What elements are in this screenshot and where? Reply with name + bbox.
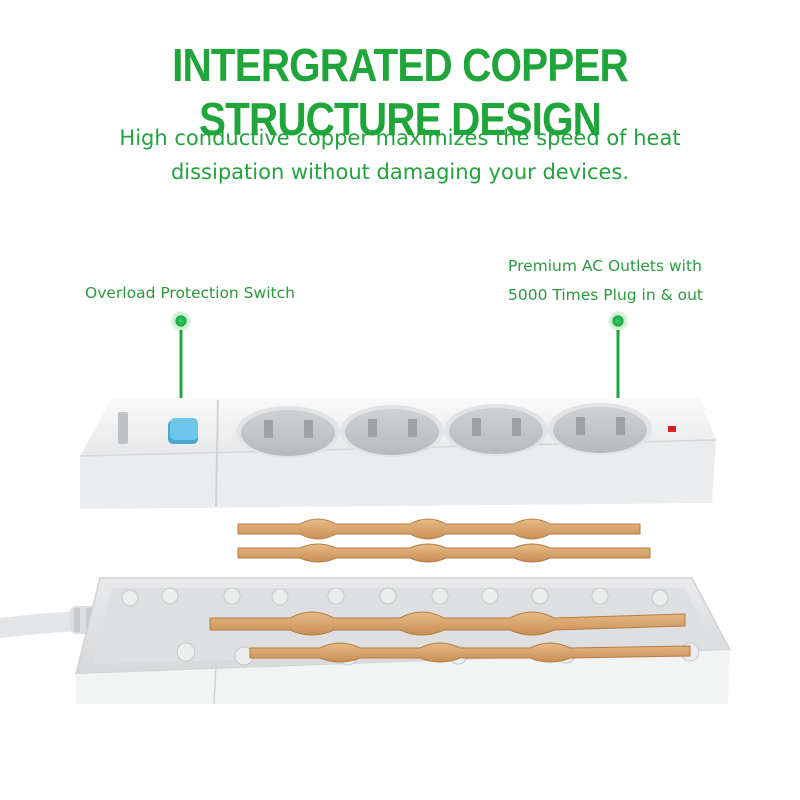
copper-strip-installed-1 bbox=[209, 611, 686, 636]
outlet-socket-2 bbox=[340, 405, 444, 457]
brand-logo bbox=[118, 412, 128, 444]
callout-outlets-line-2: 5000 Times Plug in & out bbox=[508, 286, 704, 304]
callout-overload-switch: Overload Protection Switch bbox=[85, 284, 295, 302]
indicator-light bbox=[668, 426, 676, 432]
outlet-socket-1 bbox=[236, 406, 340, 458]
copper-strips-floating bbox=[237, 518, 651, 563]
overload-switch-button bbox=[168, 418, 198, 444]
subtitle-line-1: High conductive copper maximizes the spe… bbox=[119, 126, 681, 150]
headline: INTERGRATED COPPER STRUCTURE DESIGN bbox=[172, 39, 629, 145]
top-cover bbox=[79, 398, 717, 509]
outlet-socket-3 bbox=[444, 404, 548, 456]
subtitle-line-2: dissipation without damaging your device… bbox=[170, 160, 630, 184]
callout-outlets-line-1: Premium AC Outlets with bbox=[508, 257, 702, 275]
copper-strip-installed-2 bbox=[249, 642, 691, 663]
base-housing bbox=[0, 577, 732, 705]
outlet-socket-4 bbox=[548, 403, 652, 455]
